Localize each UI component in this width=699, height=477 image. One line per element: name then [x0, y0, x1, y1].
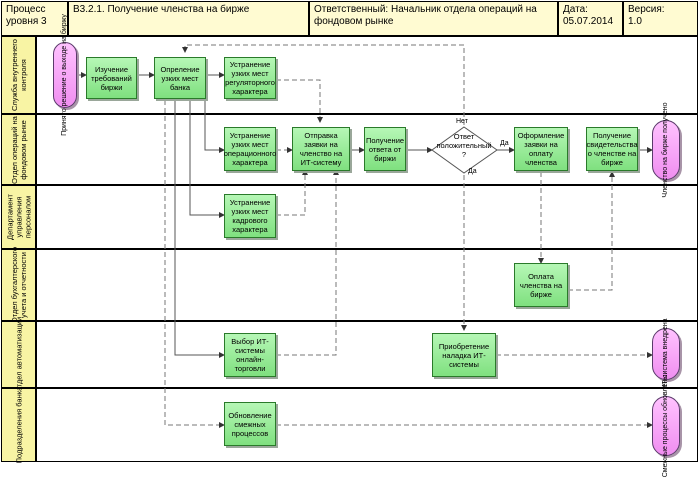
edge-label-yes-right: Да: [500, 140, 509, 147]
lane-label-automation: Отдел автоматизации: [1, 316, 36, 393]
lane-automation: [36, 321, 698, 388]
lane-label-internal-control: Служба внутреннего контроля: [1, 36, 36, 114]
version-value: 1.0: [628, 16, 642, 27]
edge-identify-to-personnel: [189, 100, 225, 218]
version-label: Версия:: [628, 4, 665, 15]
edge-regulatory-to-send: [276, 79, 323, 123]
task-process-payment: Оформление заявки на оплату членства: [514, 127, 568, 171]
date-value: 05.07.2014: [563, 16, 614, 27]
task-buy-it-system: Приобретение наладка ИТ-системы: [432, 333, 496, 377]
responsible-cell: Ответственный: Начальник отдела операций…: [309, 1, 558, 36]
lane-accounting: [36, 249, 698, 321]
edge-decision-no-loop: [182, 44, 465, 133]
task-fix-personnel: Устранение узких мест кадрового характер…: [224, 194, 276, 238]
lane-hr: [36, 185, 698, 249]
decision-label: Ответ положительный ?: [436, 132, 492, 159]
task-fix-operational: Устранение узких мест операционного хара…: [224, 127, 276, 171]
task-choose-it-system: Выбор ИТ-системы онлайн-торговли: [224, 333, 276, 377]
terminal-membership-obtained: Членство на бирже получено: [652, 102, 680, 198]
diagram-title: В3.2.1. Получение членства на бирже: [73, 4, 250, 15]
task-identify-gaps: Опреление узких мест банка: [154, 57, 206, 99]
task-get-response: Получение ответа от биржи: [364, 127, 406, 171]
edge-label-yes-down: Да: [468, 168, 477, 175]
edge-label-no: Нет: [456, 118, 468, 125]
edge-personnel-to-send: [276, 169, 308, 216]
task-send-application: Отправка заявки на членство на ИТ-систем…: [292, 127, 350, 171]
date-label: Дата:: [563, 4, 588, 15]
task-get-certificate: Получение свидетельства о членстве на би…: [586, 127, 638, 171]
decision-diamond: [431, 126, 498, 174]
terminal-processes-updated: Смежные процессы обновлены: [652, 375, 680, 477]
edge-identify-to-update: [164, 100, 225, 428]
terminal-start-decision: Принято решение о выходе на биржу: [53, 14, 77, 136]
connectors-layer: [78, 44, 653, 428]
title-cell: В3.2.1. Получение членства на бирже: [68, 1, 309, 36]
task-fix-regulatory: Устранение узких мест регуляторного хара…: [224, 57, 276, 99]
edge-identify-to-it-choice: [174, 100, 225, 358]
edge-it-choice-to-send: [276, 169, 339, 356]
edge-identify-to-operational: [204, 100, 225, 153]
lane-label-bank-units: Подразделения банка: [1, 387, 36, 463]
task-pay-membership: Оплата членства на бирже: [514, 263, 568, 307]
lane-label-accounting: Отдел бухгалтерского учета и отчетности: [1, 247, 36, 323]
process-level-text: Процесс уровня 3: [6, 4, 47, 27]
date-cell: Дата: 05.07.2014: [558, 1, 623, 36]
terminal-it-system-deployed: ИТ-система внедрена: [652, 318, 680, 390]
version-cell: Версия: 1.0: [623, 1, 698, 36]
lane-label-hr: Департамент управления персоналом: [1, 185, 36, 249]
process-level-cell: Процесс уровня 3: [1, 1, 68, 36]
task-update-processes: Обновление смежных процессов: [224, 402, 276, 446]
task-study-requirements: Изучение требований биржи: [86, 57, 137, 99]
responsible-text: Ответственный: Начальник отдела операций…: [314, 4, 537, 27]
edge-pay-to-certificate: [568, 171, 615, 291]
lane-label-stock-operations: Отдел операций на фондовом рынке: [1, 114, 36, 185]
